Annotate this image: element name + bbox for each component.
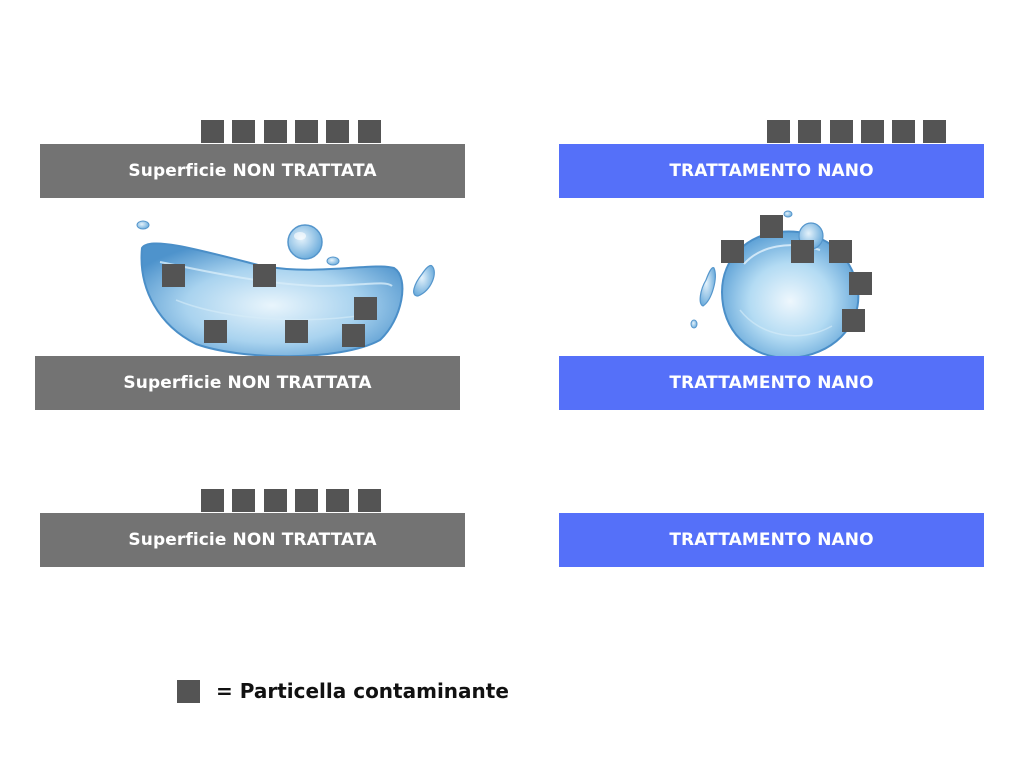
treated-surface-top: TRATTAMENTO NANO — [559, 144, 984, 198]
particle — [162, 264, 185, 287]
particle — [358, 120, 381, 143]
particle — [767, 120, 790, 143]
particle — [358, 489, 381, 512]
particle — [326, 489, 349, 512]
treated-surface-middle: TRATTAMENTO NANO — [559, 356, 984, 410]
particle — [861, 120, 884, 143]
particle — [923, 120, 946, 143]
particle — [285, 320, 308, 343]
particle — [264, 120, 287, 143]
water-bead — [690, 210, 860, 382]
treated-surface-label: TRATTAMENTO NANO — [669, 373, 874, 393]
particle — [253, 264, 276, 287]
particle — [295, 120, 318, 143]
untreated-surface-middle: Superficie NON TRATTATA — [35, 356, 460, 410]
particle — [830, 120, 853, 143]
untreated-surface-label: Superficie NON TRATTATA — [123, 373, 372, 393]
particle — [264, 489, 287, 512]
untreated-surface-bottom: Superficie NON TRATTATA — [40, 513, 465, 567]
legend-particle-swatch — [177, 680, 200, 703]
particle — [342, 324, 365, 347]
treated-surface-label: TRATTAMENTO NANO — [669, 161, 874, 181]
particle — [798, 120, 821, 143]
particle — [842, 309, 865, 332]
particle — [201, 120, 224, 143]
particle — [295, 489, 318, 512]
particle — [326, 120, 349, 143]
treated-surface-label: TRATTAMENTO NANO — [669, 530, 874, 550]
particle — [232, 489, 255, 512]
treated-surface-bottom: TRATTAMENTO NANO — [559, 513, 984, 567]
particle — [892, 120, 915, 143]
legend-label: = Particella contaminante — [216, 679, 509, 703]
particle — [791, 240, 814, 263]
particle — [829, 240, 852, 263]
particle — [232, 120, 255, 143]
particle — [201, 489, 224, 512]
particle — [354, 297, 377, 320]
untreated-surface-label: Superficie NON TRATTATA — [128, 530, 377, 550]
particle — [760, 215, 783, 238]
untreated-surface-top: Superficie NON TRATTATA — [40, 144, 465, 198]
particle — [849, 272, 872, 295]
particle — [721, 240, 744, 263]
untreated-surface-label: Superficie NON TRATTATA — [128, 161, 377, 181]
particle — [204, 320, 227, 343]
